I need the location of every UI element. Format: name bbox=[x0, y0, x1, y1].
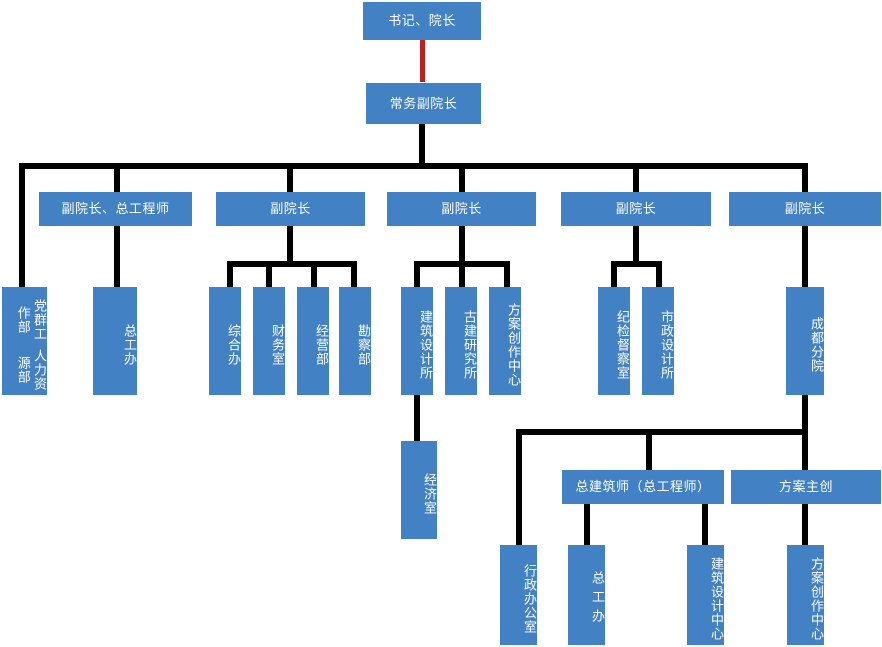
edge-chengdu-bus bbox=[516, 429, 808, 435]
edge-chengdu-stem bbox=[802, 394, 808, 432]
node-hr-and-party-affairs[interactable]: 党群工作部 人力资源部 bbox=[2, 287, 47, 395]
node-architecture-design-center[interactable]: 建筑设计中心 bbox=[687, 545, 724, 645]
edge-exec-vp-stem bbox=[419, 123, 425, 168]
edge-vp3-to-arch-design-institute bbox=[414, 261, 420, 287]
node-discipline-inspection-office[interactable]: 纪检督察室 bbox=[598, 287, 630, 395]
node-hr-dept-label: 党群工作部 bbox=[15, 299, 47, 341]
edge-vp2-to-finance-office bbox=[266, 261, 272, 287]
edge-chengdu-to-scheme-lead bbox=[802, 429, 808, 470]
node-administrative-office[interactable]: 行政办公室 bbox=[500, 545, 537, 645]
node-secretary-president[interactable]: 书记、院长 bbox=[363, 2, 481, 40]
edge-bus-to-vp-2 bbox=[287, 163, 293, 192]
node-general-office[interactable]: 综合办 bbox=[209, 287, 241, 395]
node-chengdu-branch[interactable]: 成都分院 bbox=[786, 287, 824, 395]
node-party-work-dept-label: 人力资源部 bbox=[15, 349, 47, 391]
node-executive-vice-president[interactable]: 常务副院长 bbox=[366, 83, 481, 124]
edge-vp2-to-general-office bbox=[227, 261, 233, 287]
edge-vp3-stem bbox=[459, 225, 465, 264]
node-scheme-lead-designer[interactable]: 方案主创 bbox=[731, 470, 881, 504]
node-economics-office[interactable]: 经济室 bbox=[401, 441, 437, 539]
edge-vp2-to-survey-dept bbox=[351, 261, 357, 287]
edge-vp2-bus bbox=[227, 261, 357, 267]
edge-vp5-to-chengdu-branch bbox=[802, 225, 808, 287]
node-vice-president-2[interactable]: 副院长 bbox=[216, 192, 365, 226]
edge-bus-to-vp-5 bbox=[802, 163, 808, 192]
edge-vp3-to-ancient-arch-research bbox=[459, 261, 465, 287]
edge-vp2-to-business-dept bbox=[311, 261, 317, 287]
edge-chief-architect-to-arch-design-center bbox=[702, 504, 708, 545]
edge-vp3-to-scheme-creation-center bbox=[504, 261, 510, 287]
node-vice-president-5[interactable]: 副院长 bbox=[729, 192, 881, 226]
node-finance-office[interactable]: 财务室 bbox=[253, 287, 285, 395]
edge-vp4-to-discipline-office bbox=[611, 261, 617, 287]
node-survey-dept[interactable]: 勘察部 bbox=[339, 287, 371, 395]
node-vice-president-4[interactable]: 副院长 bbox=[561, 192, 711, 226]
edge-main-bus bbox=[19, 163, 808, 169]
node-chief-architect-chief-engineer[interactable]: 总建筑师（总工程师） bbox=[562, 470, 724, 504]
edge-chief-architect-to-chief-eng-office-2 bbox=[584, 504, 590, 545]
node-scheme-creation-center[interactable]: 方案创作中心 bbox=[489, 287, 521, 395]
edge-vp4-bus bbox=[611, 261, 662, 267]
edge-president-to-exec-vp bbox=[420, 38, 425, 82]
node-chief-engineer-office[interactable]: 总工办 bbox=[93, 287, 137, 395]
edge-bus-to-vp-chief-engineer bbox=[114, 163, 120, 192]
node-business-dept[interactable]: 经营部 bbox=[297, 287, 329, 395]
node-ancient-architecture-research-institute[interactable]: 古建研究所 bbox=[445, 287, 477, 395]
node-scheme-creation-center-chengdu[interactable]: 方案创作中心 bbox=[787, 545, 824, 645]
node-municipal-design-institute[interactable]: 市政设计所 bbox=[642, 287, 674, 395]
node-vice-president-3[interactable]: 副院长 bbox=[387, 192, 536, 226]
edge-vp2-stem bbox=[287, 225, 293, 264]
edge-bus-to-vp-3 bbox=[459, 163, 465, 192]
edge-bus-to-hr-party bbox=[19, 163, 25, 287]
edge-chengdu-to-admin-office bbox=[516, 429, 522, 545]
node-vice-president-chief-engineer[interactable]: 副院长、总工程师 bbox=[39, 192, 192, 226]
edge-scheme-lead-to-scheme-creation-center-2 bbox=[802, 504, 808, 545]
node-chief-engineer-office-chengdu[interactable]: 总工办 bbox=[568, 545, 605, 645]
edge-vp4-to-municipal-design bbox=[656, 261, 662, 287]
edge-arch-design-to-economics-office bbox=[414, 394, 420, 441]
node-architecture-design-institute[interactable]: 建筑设计所 bbox=[401, 287, 433, 395]
edge-vp-chief-engineer-to-chief-eng-office bbox=[114, 225, 120, 287]
edge-bus-to-vp-4 bbox=[633, 163, 639, 192]
edge-chengdu-to-chief-architect bbox=[646, 429, 652, 470]
edge-vp4-stem bbox=[633, 225, 639, 264]
